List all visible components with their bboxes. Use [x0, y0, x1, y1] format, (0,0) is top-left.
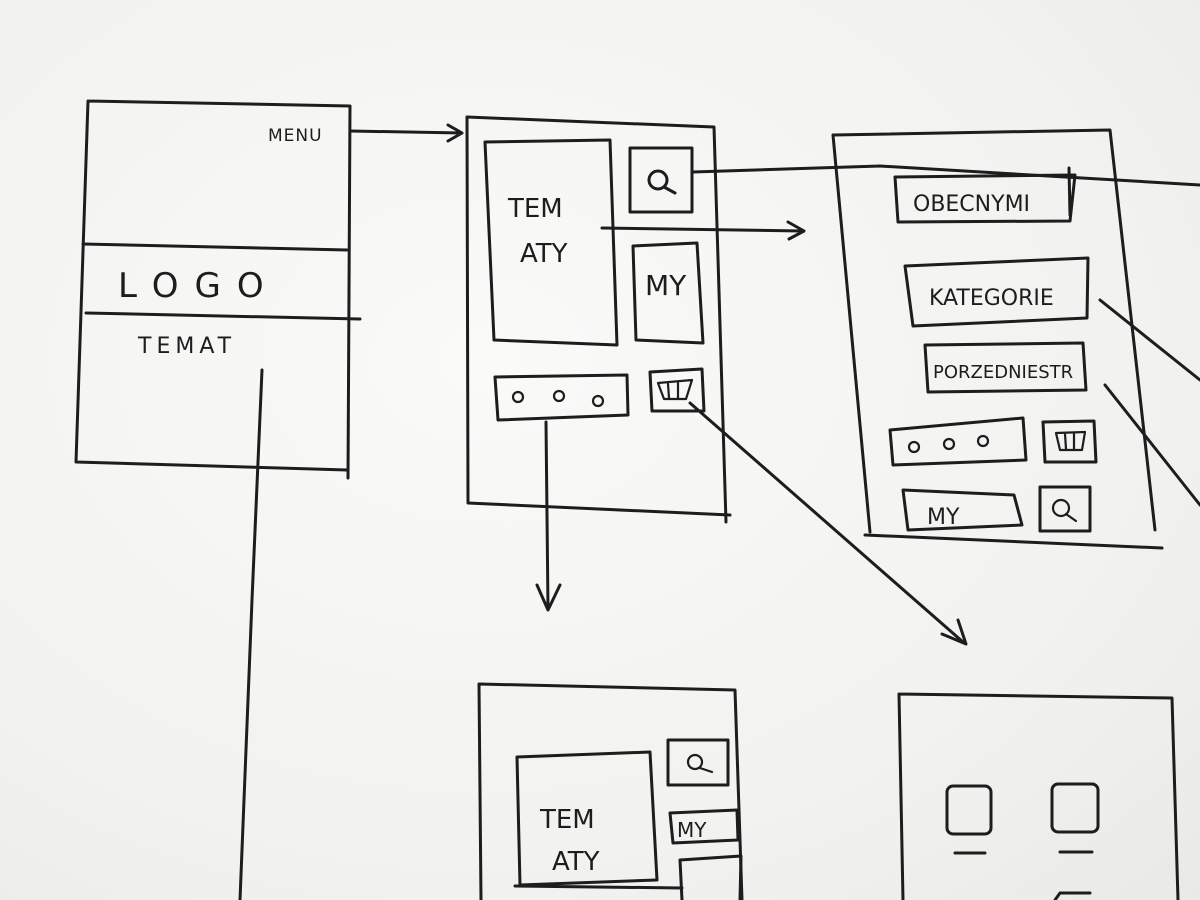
more-button[interactable] — [888, 416, 1028, 467]
screen-menu: TEM ATY MY — [465, 115, 1200, 646]
menu-label[interactable]: MENU — [268, 126, 323, 146]
search-button[interactable] — [1038, 485, 1092, 533]
arrow-topics — [600, 220, 806, 241]
screen-home: MENU LOGO TEMAT — [74, 99, 362, 900]
screen-topics: OBECNYMI KATEGORIE PORZEDNIESTR MY — [831, 128, 1200, 550]
about-button[interactable]: MY — [677, 818, 707, 842]
cart-icon — [1054, 430, 1087, 452]
arrow-cart — [688, 401, 968, 646]
topic-label[interactable]: TEMAT — [137, 334, 236, 359]
about-button[interactable]: MY — [645, 269, 687, 302]
search-icon — [686, 753, 714, 774]
search-icon — [647, 169, 677, 195]
topics-text-2[interactable]: ATY — [520, 239, 568, 269]
search-button[interactable] — [666, 738, 730, 787]
screen-more: TEM ATY MY — [477, 682, 744, 900]
search-icon — [1051, 498, 1078, 523]
logo-label: LOGO — [118, 266, 280, 306]
topics-text-2[interactable]: ATY — [552, 847, 600, 877]
product-image[interactable] — [945, 784, 993, 836]
topics-text-1[interactable]: TEM — [539, 805, 595, 835]
more-button[interactable] — [493, 373, 630, 422]
product-image[interactable] — [1050, 782, 1100, 834]
screen-cart — [897, 692, 1180, 900]
dots-icon — [511, 389, 605, 408]
cart-button[interactable] — [648, 367, 706, 413]
cart-button[interactable] — [1041, 419, 1098, 464]
topics-text-1[interactable]: TEM — [507, 194, 563, 224]
dots-icon — [907, 434, 990, 454]
cart-button[interactable] — [678, 854, 743, 900]
arrow-search — [691, 164, 1200, 187]
cart-icon — [656, 378, 694, 401]
order-button[interactable]: PORZEDNIESTR — [933, 362, 1073, 383]
arrow-more-down — [535, 420, 562, 612]
categories-button[interactable]: KATEGORIE — [929, 286, 1054, 311]
search-button[interactable] — [628, 146, 694, 214]
arrow-menu-to-topics — [348, 123, 464, 143]
about-button[interactable]: MY — [927, 505, 960, 530]
arrow-categories — [1098, 298, 1200, 507]
current-button[interactable]: OBECNYMI — [913, 192, 1030, 217]
